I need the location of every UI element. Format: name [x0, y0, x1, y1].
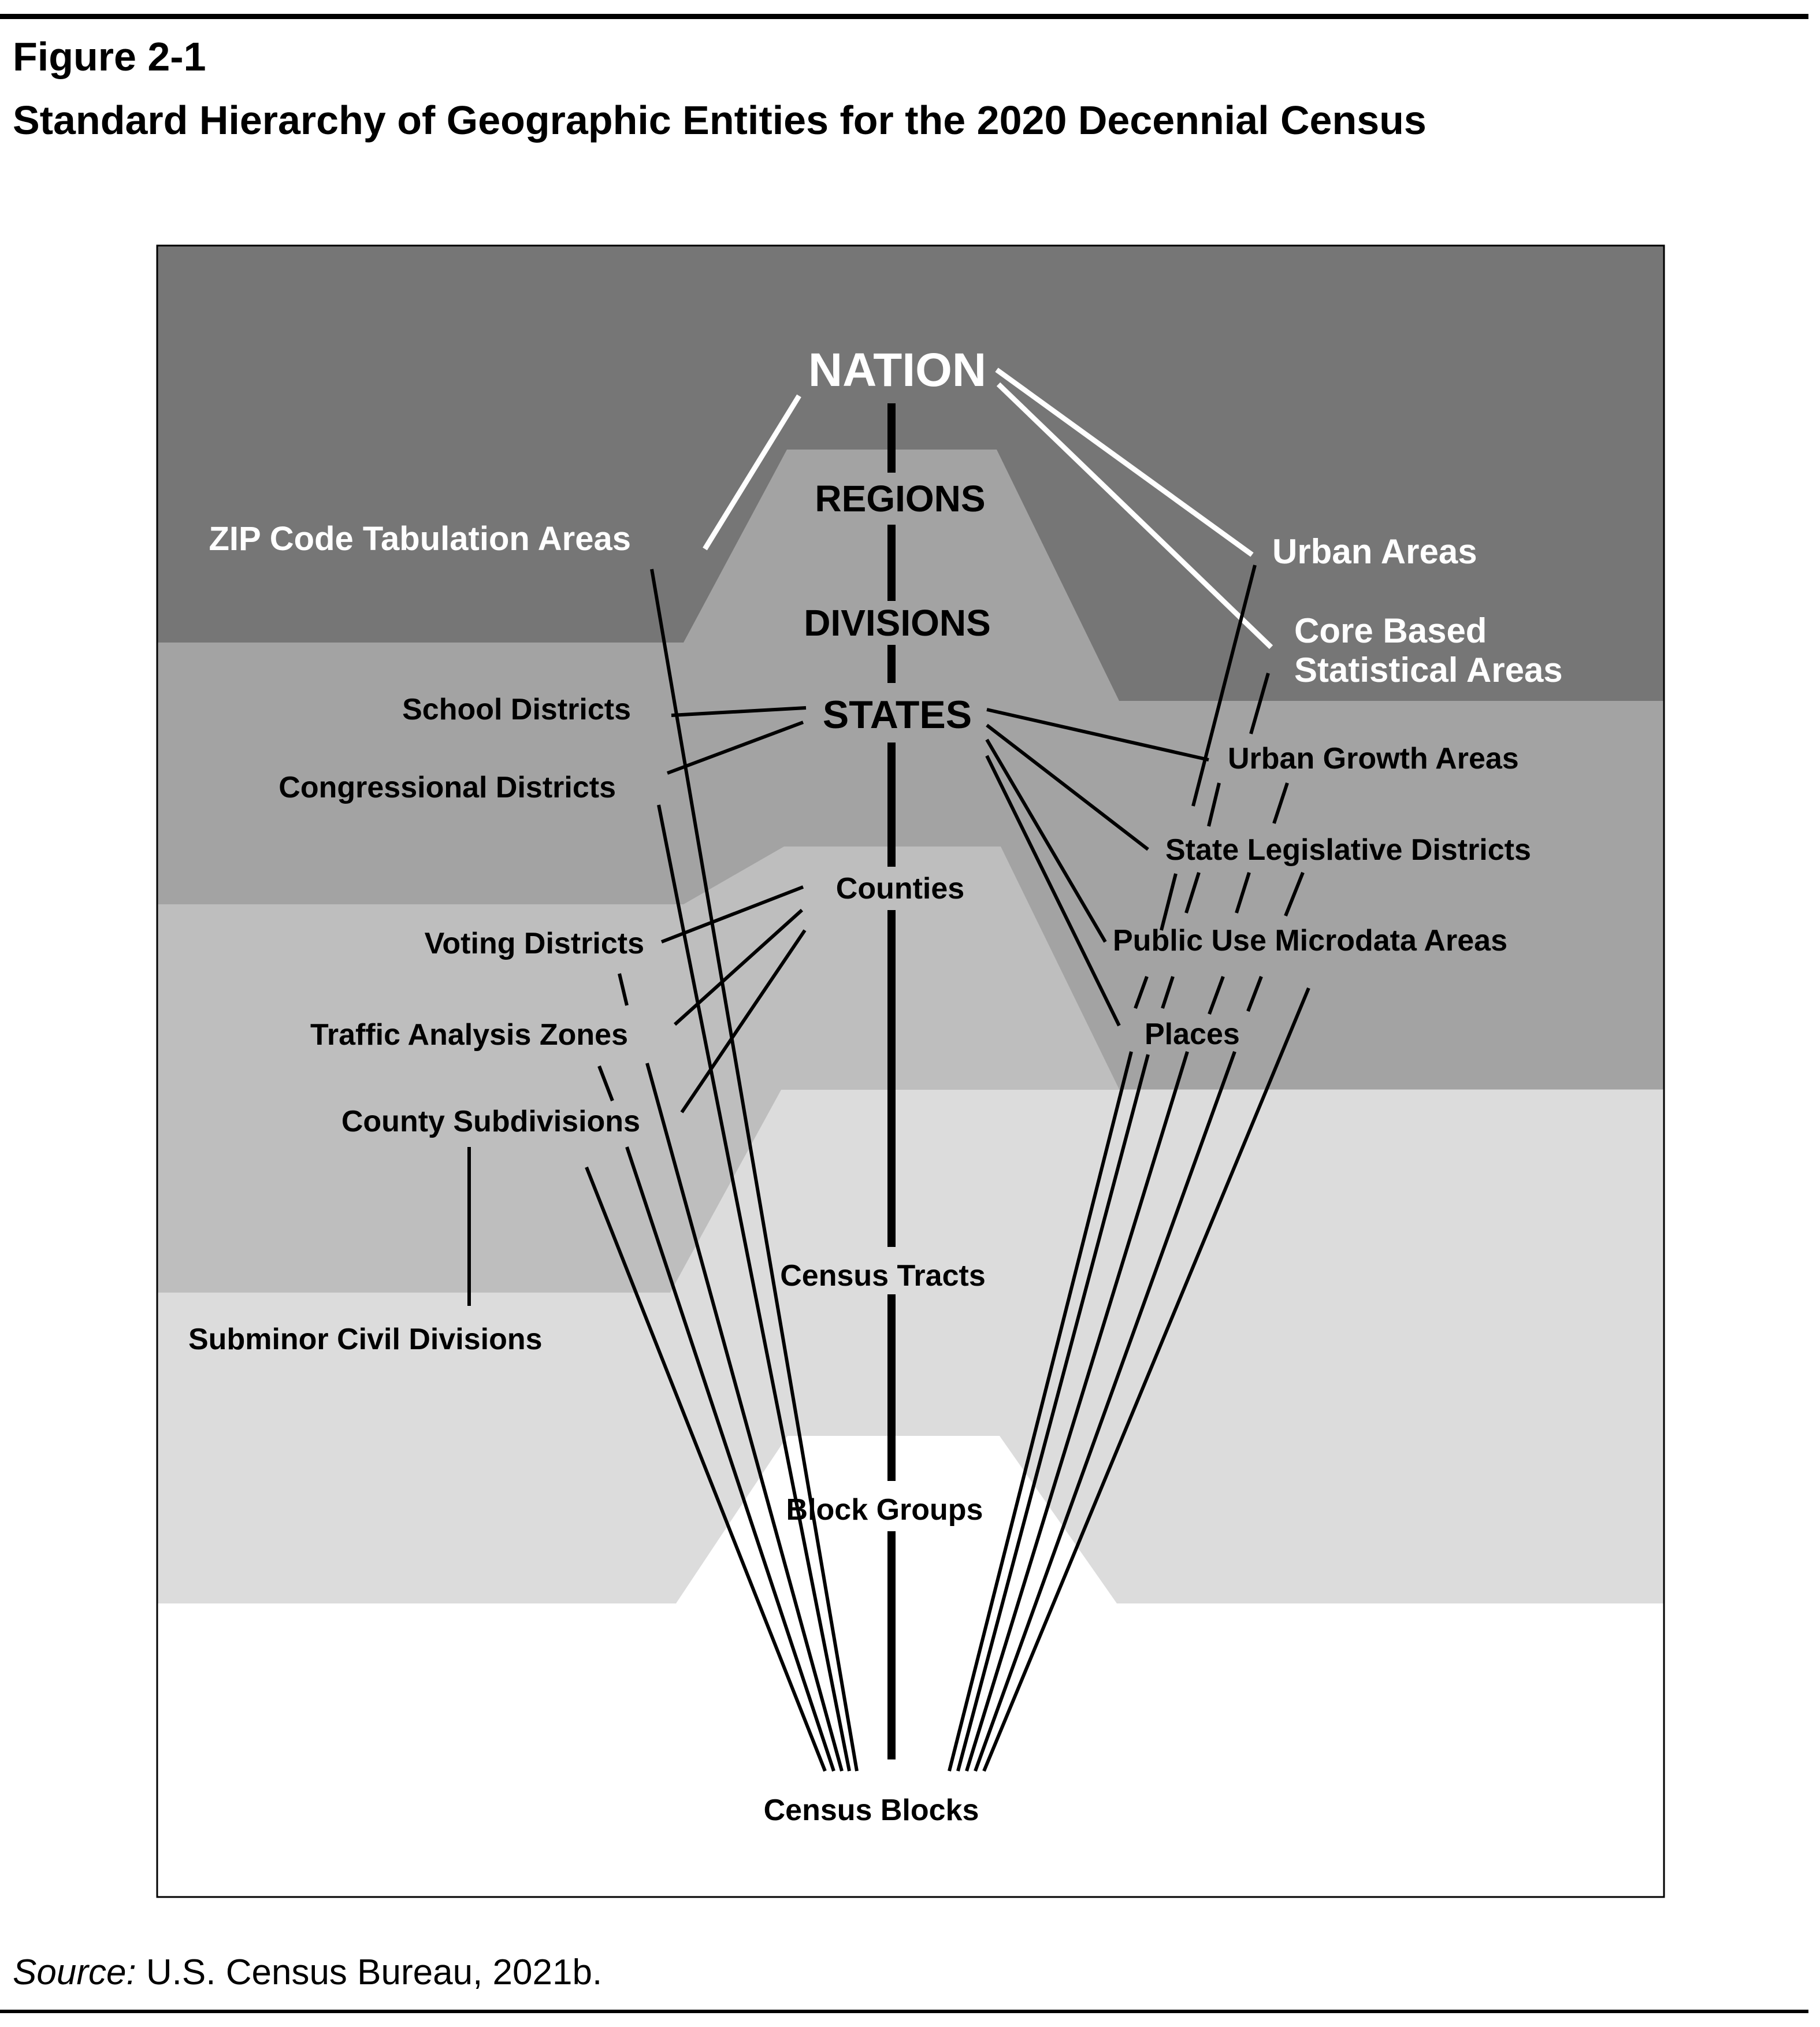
label-county-subdivisions: County Subdivisions: [341, 1105, 640, 1138]
label-state-legislative-districts: State Legislative Districts: [1165, 833, 1531, 867]
label-census-blocks: Census Blocks: [764, 1794, 979, 1827]
uga-blocks-line-d: [965, 1051, 1189, 1772]
nation-zcta-line: [703, 394, 801, 551]
nation-urban-areas-line: [995, 367, 1254, 557]
label-puma: Public Use Microdata Areas: [1113, 924, 1507, 957]
label-school-districts: School Districts: [402, 693, 631, 726]
voting-blocks-line-b: [645, 1063, 844, 1772]
figure-title: Standard Hierarchy of Geographic Entitie…: [13, 98, 1427, 143]
label-zcta: ZIP Code Tabulation Areas: [209, 520, 632, 558]
cbsa-blocks-line-a: [1249, 673, 1270, 734]
label-cbsa-line1: Core Based: [1294, 611, 1487, 650]
uga-blocks-line-a: [1272, 782, 1289, 824]
taz-blocks-line-a: [597, 1065, 614, 1102]
cbsa-blocks-line-b: [1207, 782, 1221, 827]
ua-blocks-line-d: [948, 1051, 1133, 1772]
label-states: STATES: [823, 693, 972, 737]
voting-blocks-line-a: [618, 973, 629, 1006]
counties-cosub-line: [680, 929, 807, 1113]
label-counties: Counties: [836, 872, 964, 905]
cosub-blocks-line: [585, 1166, 827, 1772]
states-congressional-line: [666, 721, 804, 775]
label-urban-areas: Urban Areas: [1272, 532, 1477, 571]
diagram-frame: [156, 244, 1665, 1898]
source-label: Source:: [13, 1952, 136, 1992]
label-block-groups: Block Groups: [786, 1493, 983, 1527]
tier-band-5: [157, 1436, 1664, 1897]
ua-blocks-line-a: [1191, 565, 1257, 807]
ua-blocks-line-c: [1134, 975, 1149, 1009]
nation-cbsa-line: [996, 382, 1273, 649]
states-places-line: [985, 755, 1121, 1027]
figure-number: Figure 2-1: [13, 34, 206, 79]
ua-blocks-line-b: [1160, 873, 1178, 931]
source-text: U.S. Census Bureau, 2021b.: [146, 1952, 603, 1992]
label-cbsa-line2: Statistical Areas: [1294, 651, 1563, 689]
counties-taz-line: [673, 908, 804, 1026]
congressional-blocks-line: [657, 804, 851, 1772]
label-regions: REGIONS: [815, 478, 985, 519]
label-voting-districts: Voting Districts: [425, 927, 644, 960]
taz-blocks-line-b: [625, 1146, 835, 1772]
states-uga-line: [986, 708, 1209, 762]
cbsa-blocks-line-e: [956, 1054, 1150, 1772]
bottom-rule: [0, 2010, 1808, 2013]
label-congressional-districts: Congressional Districts: [278, 771, 616, 804]
zcta-blocks-line: [650, 569, 859, 1772]
uga-blocks-line-c: [1208, 975, 1225, 1015]
states-sld-line: [986, 723, 1149, 851]
uga-blocks-line-b: [1235, 872, 1251, 914]
puma-blocks-line: [982, 987, 1310, 1772]
top-rule: [0, 14, 1808, 19]
label-divisions: DIVISIONS: [804, 602, 991, 644]
label-urban-growth-areas: Urban Growth Areas: [1228, 742, 1519, 775]
label-traffic-analysis-zones: Traffic Analysis Zones: [310, 1018, 628, 1052]
sld-blocks-line-a: [1284, 871, 1305, 917]
cbsa-blocks-line-c: [1184, 872, 1201, 914]
states-school-line: [671, 706, 807, 717]
label-nation: NATION: [808, 344, 986, 396]
states-puma-line: [985, 738, 1107, 943]
sld-blocks-line-b: [1246, 975, 1263, 1012]
cbsa-blocks-line-d: [1161, 976, 1175, 1009]
source-note: Source: U.S. Census Bureau, 2021b.: [13, 1952, 602, 1993]
label-places: Places: [1145, 1018, 1240, 1051]
label-census-tracts: Census Tracts: [780, 1259, 986, 1293]
sld-blocks-line-c: [974, 1050, 1236, 1772]
label-subminor-civil-divisions: Subminor Civil Divisions: [188, 1323, 543, 1356]
